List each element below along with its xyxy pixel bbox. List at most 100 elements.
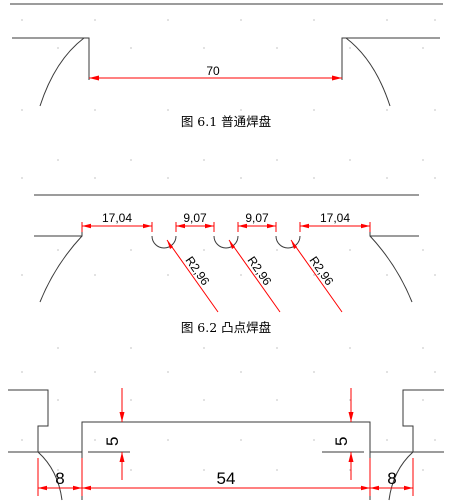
grid-dot — [422, 47, 424, 49]
left-bottom-curve — [37, 451, 63, 501]
grid-dot — [240, 19, 242, 21]
grid-dot — [386, 439, 388, 441]
right-pad-edge — [369, 226, 419, 237]
radius-arrow — [167, 240, 173, 249]
right-pad-curve — [369, 235, 413, 303]
grid-dot — [349, 47, 351, 49]
grid-dot — [313, 371, 315, 373]
dim-arrow — [143, 223, 152, 229]
grid-dot — [386, 274, 388, 276]
grid-dot — [434, 177, 436, 179]
grid-dot — [203, 249, 205, 251]
bump-1 — [151, 235, 177, 249]
radius-leader-1 — [166, 239, 219, 313]
grid-dot — [422, 399, 424, 401]
dim-arrow — [361, 485, 370, 491]
grid-dot — [349, 249, 351, 251]
grid-dot — [167, 109, 169, 111]
dim-arrow — [361, 223, 370, 229]
grid-dot — [130, 399, 132, 401]
grid-dot — [313, 177, 315, 179]
right-step-profile — [402, 389, 444, 453]
grid-dot — [203, 47, 205, 49]
grid-dot — [240, 274, 242, 276]
grid-dot — [276, 159, 278, 161]
grid-dot — [94, 439, 96, 441]
dim-arrow — [82, 223, 91, 229]
grid-dot — [434, 371, 436, 373]
grid-dot — [167, 19, 169, 21]
figure-ordinary-pad: 70 图 6.1 普通焊盘 — [10, 3, 443, 129]
dim-label-70: 70 — [206, 64, 220, 78]
grid-dot — [349, 469, 351, 471]
grid-dot — [167, 274, 169, 276]
grid-dots — [21, 19, 436, 471]
grid-dot — [203, 469, 205, 471]
grid-dot — [386, 109, 388, 111]
grid-dot — [57, 469, 59, 471]
grid-dot — [422, 159, 424, 161]
grid-dot — [203, 159, 205, 161]
grid-dot — [57, 249, 59, 251]
grid-dot — [94, 19, 96, 21]
grid-dot — [240, 177, 242, 179]
dim-arrow — [73, 485, 82, 491]
grid-dot — [21, 19, 23, 21]
dim-arrow — [404, 485, 413, 491]
grid-dot — [57, 399, 59, 401]
dim-arrow — [205, 223, 214, 229]
grid-dot — [21, 274, 23, 276]
grid-dot — [94, 109, 96, 111]
grid-dot — [386, 371, 388, 373]
bump-2 — [213, 235, 239, 249]
figure-bump-pad: 17,04 9,07 9,07 17,04 R2,96 R2,96 R2,96 … — [34, 194, 419, 335]
dim-arrow — [82, 485, 91, 491]
dim-label-right-width: 8 — [387, 469, 396, 488]
grid-dot — [130, 347, 132, 349]
dim-label-gap-right: 9,07 — [245, 211, 269, 225]
dim-arrow — [348, 452, 354, 462]
grid-dot — [57, 159, 59, 161]
grid-dot — [313, 109, 315, 111]
grid-dot — [21, 109, 23, 111]
right-pad-edge — [341, 37, 440, 80]
left-pad-edge — [12, 37, 90, 80]
left-pad-curve — [39, 37, 85, 107]
grid-dot — [434, 109, 436, 111]
bump-3 — [275, 235, 301, 249]
dim-label-right: 17,04 — [320, 211, 350, 225]
grid-dot — [313, 439, 315, 441]
grid-dot — [130, 47, 132, 49]
grid-dot — [386, 19, 388, 21]
grid-dot — [130, 469, 132, 471]
radius-label-1: R2,96 — [183, 254, 213, 289]
dim-label-gap-left: 9,07 — [183, 211, 207, 225]
dim-arrow — [370, 485, 379, 491]
grid-dot — [94, 274, 96, 276]
grid-dot — [276, 47, 278, 49]
dim-arrow — [38, 485, 47, 491]
grid-dot — [167, 439, 169, 441]
dim-arrow — [176, 223, 185, 229]
radius-arrow — [291, 240, 297, 249]
dim-label-left-width: 8 — [55, 469, 64, 488]
grid-dot — [94, 371, 96, 373]
radius-label-2: R2,96 — [245, 254, 275, 289]
grid-dot — [422, 469, 424, 471]
grid-dot — [203, 399, 205, 401]
left-pad-edge — [34, 226, 83, 237]
grid-dot — [94, 177, 96, 179]
dim-arrow — [300, 223, 309, 229]
grid-dot — [21, 177, 23, 179]
right-bottom-curve — [388, 451, 414, 501]
radius-label-3: R2,96 — [307, 254, 337, 289]
grid-dot — [240, 109, 242, 111]
dim-label-height-right: 5 — [332, 437, 351, 446]
grid-dot — [167, 371, 169, 373]
left-pad-curve — [39, 235, 83, 303]
grid-dot — [434, 19, 436, 21]
grid-dot — [130, 249, 132, 251]
grid-dot — [57, 47, 59, 49]
grid-dot — [21, 439, 23, 441]
left-step-profile — [8, 389, 49, 453]
